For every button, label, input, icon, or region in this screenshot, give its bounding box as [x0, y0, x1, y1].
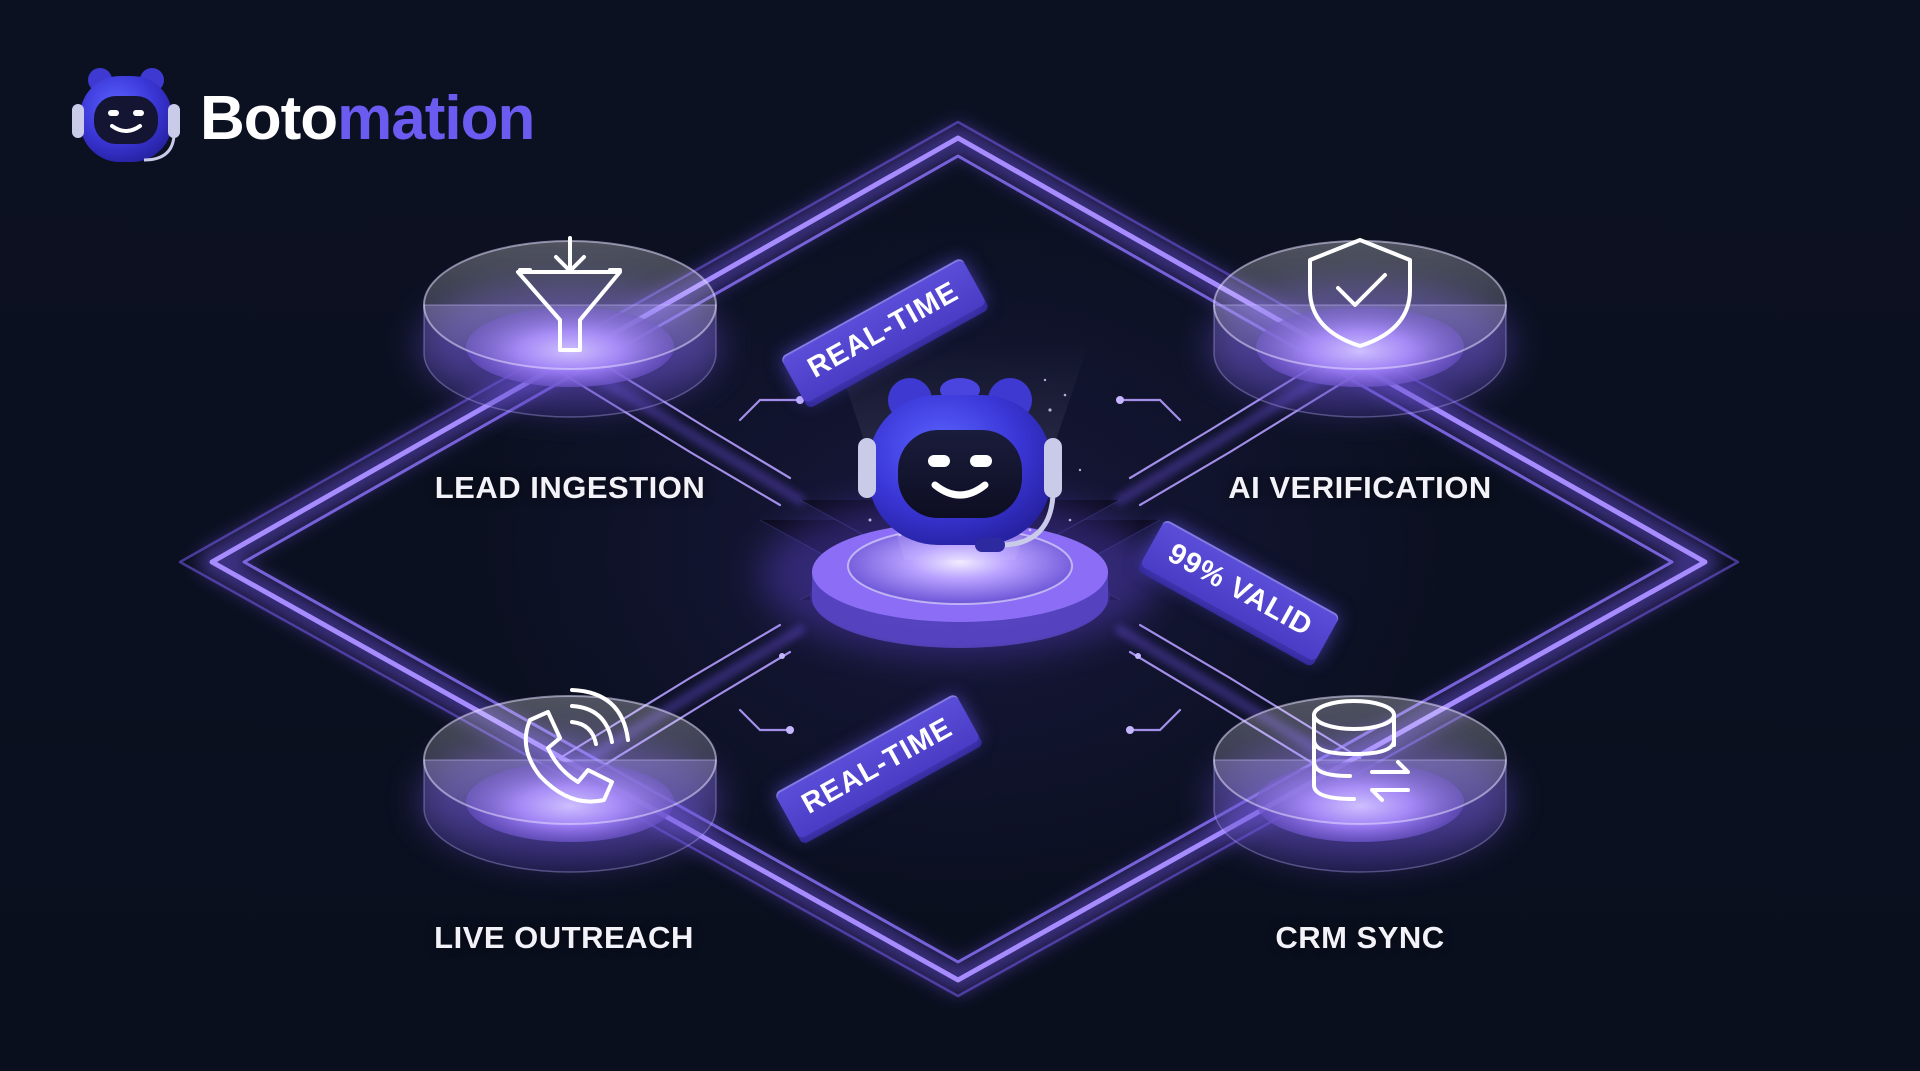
phone-ringing-icon [523, 688, 630, 804]
node-puck-crm-sync [1210, 695, 1510, 873]
robot-logo-icon [72, 68, 180, 162]
database-sync-icon [1312, 699, 1410, 802]
node-puck-lead-ingestion [420, 240, 720, 418]
node-puck-live-outreach [420, 695, 720, 873]
node-label-crm-sync: CRM SYNC [1275, 920, 1445, 955]
brand-logo: Botomation [66, 64, 535, 174]
funnel-download-icon [516, 236, 622, 352]
node-label-ai-verification: AI VERIFICATION [1228, 470, 1492, 505]
center-robot-icon [858, 378, 1062, 552]
node-label-lead-ingestion: LEAD INGESTION [434, 470, 706, 505]
node-label-live-outreach: LIVE OUTREACH [434, 920, 694, 955]
brand-name: Botomation [200, 88, 535, 150]
brand-name-part2: mation [337, 84, 535, 153]
node-puck-ai-verification [1210, 240, 1510, 418]
shield-check-icon [1308, 238, 1412, 348]
brand-name-part1: Boto [200, 84, 338, 153]
outer-loop-path [178, 120, 1740, 998]
